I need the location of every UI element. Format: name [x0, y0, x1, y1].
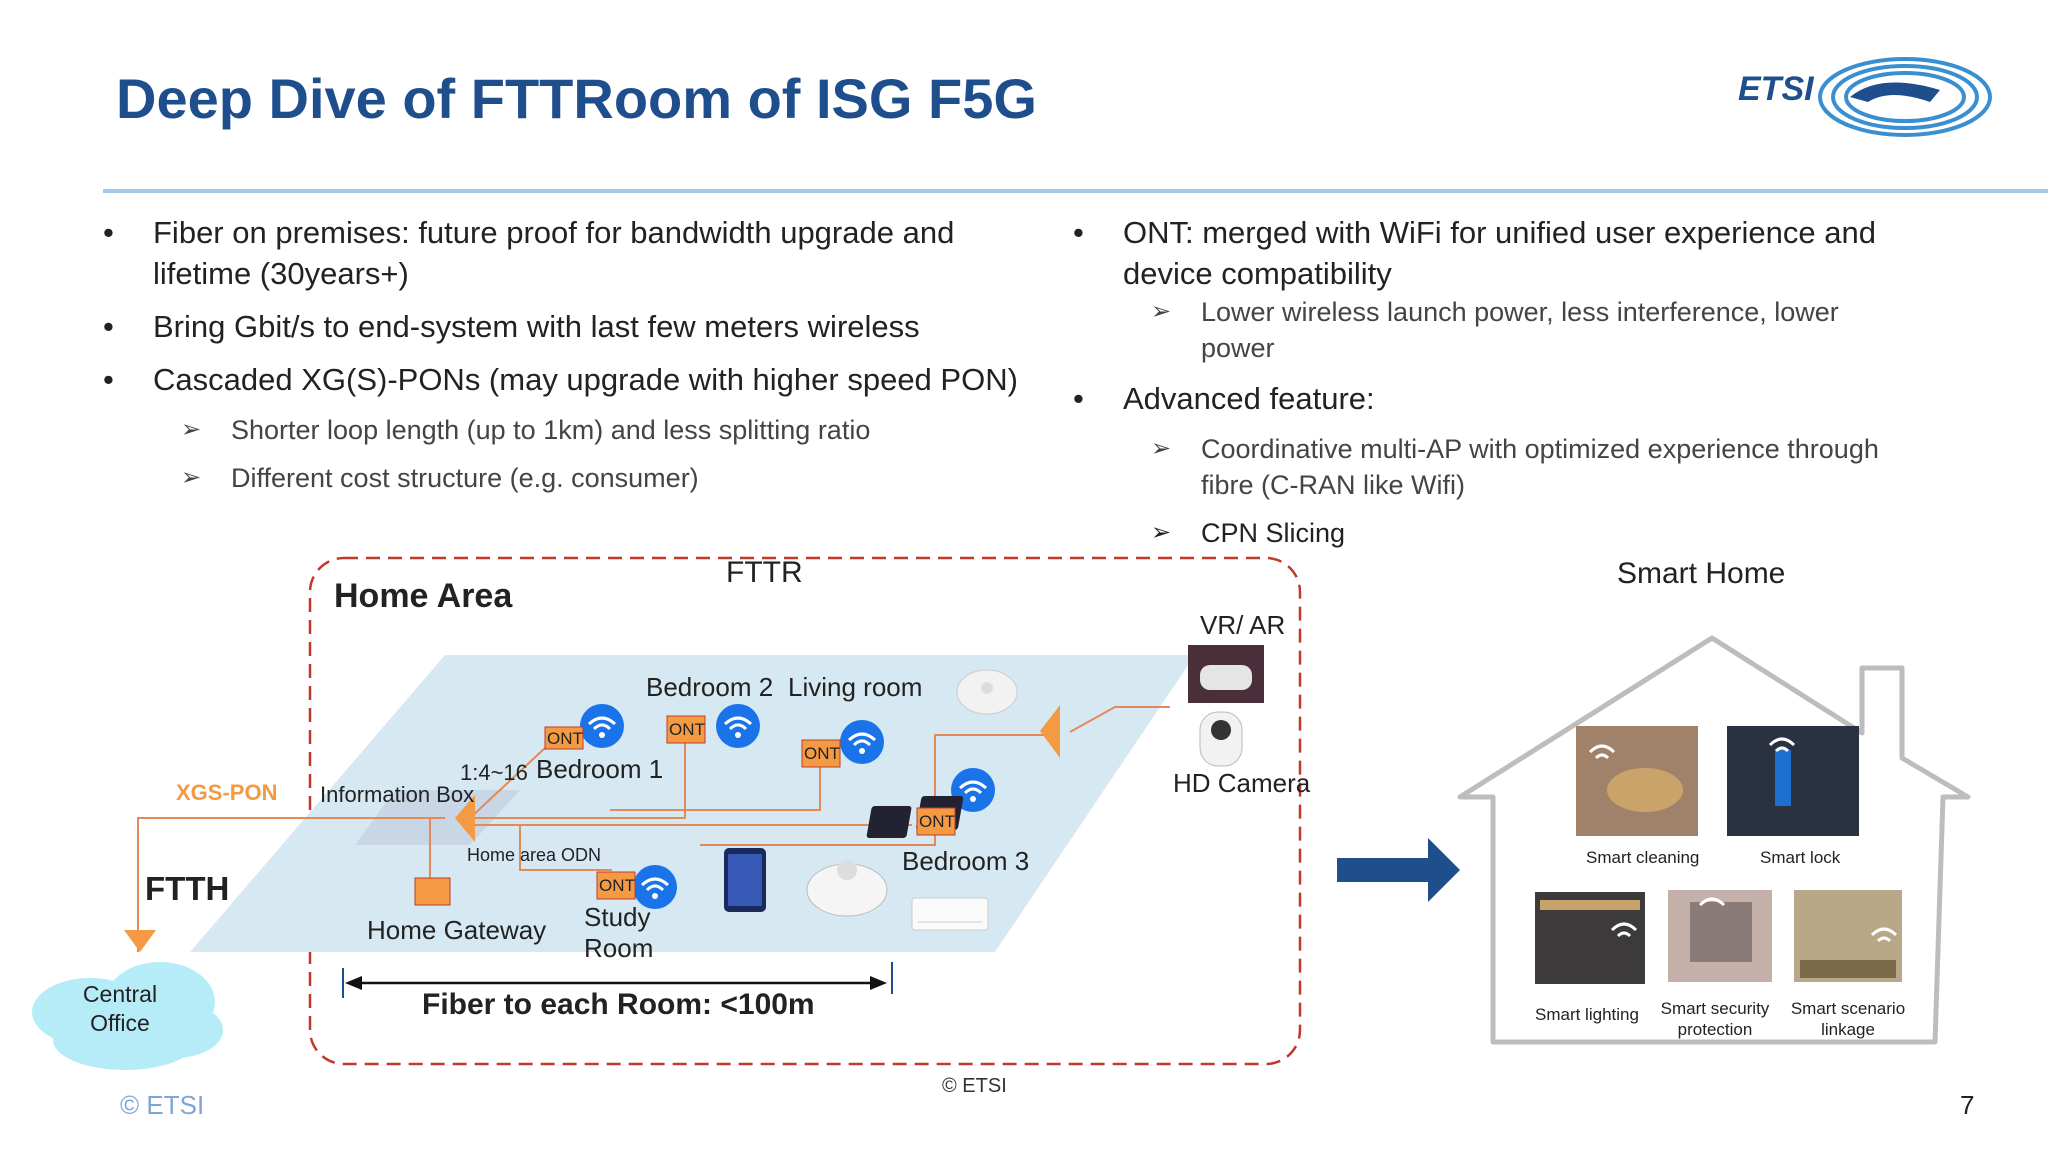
ont-label-bedroom3: ONT	[919, 812, 955, 831]
fttr-to-smart-home-arrow	[1337, 838, 1460, 902]
living-room-label: Living room	[788, 672, 923, 702]
robot-vacuum-icon	[806, 860, 888, 917]
bullet-ont-wifi: ONT: merged with WiFi for unified user e…	[1073, 212, 1913, 294]
smart-lighting-label: Smart lighting	[1535, 1005, 1639, 1024]
arrow-bullet-icon: ➢	[181, 464, 202, 491]
home-area-border	[308, 556, 1302, 1066]
smart-speaker-icon	[956, 669, 1018, 715]
etsi-logo: ETSI	[1738, 57, 1992, 137]
ont-label-bedroom2: ONT	[669, 720, 705, 739]
bedroom2-label: Bedroom 2	[646, 672, 774, 702]
arrow-bullet-icon: ➢	[1151, 298, 1172, 325]
smart-home-heading: Smart Home	[1617, 557, 1786, 590]
wifi-icon-living	[840, 720, 884, 764]
etsi-logo-text: ETSI	[1738, 70, 1815, 108]
ont-box-bedroom1	[544, 726, 584, 750]
information-box-label: Information Box	[320, 782, 475, 807]
ont-label-living: ONT	[804, 744, 840, 763]
fiber-to-vr	[1069, 706, 1170, 733]
smart-lock-label: Smart lock	[1760, 848, 1841, 867]
fttr-heading: FTTR	[726, 556, 803, 589]
air-conditioner-icon	[911, 897, 989, 931]
study-room-label: Study Room	[584, 902, 654, 963]
split-ratio-label: 1:4~16	[460, 760, 528, 785]
bullet-advanced-feature: Advanced feature:	[1073, 378, 1913, 419]
right-bullet-list: ONT: merged with WiFi for unified user e…	[1073, 212, 1913, 563]
bedroom1-label: Bedroom 1	[536, 754, 664, 784]
fiber-span-left-arrowhead	[345, 976, 362, 990]
smart-lighting-image	[1535, 892, 1645, 984]
home-gateway-icon	[414, 877, 451, 906]
ont-box-bedroom3	[916, 807, 956, 836]
ont-label-study: ONT	[599, 876, 635, 895]
fiber-to-bedroom2	[470, 730, 686, 819]
arrow-bullet-icon: ➢	[1151, 435, 1172, 462]
subbullet-cpn-slicing: ➢CPN Slicing	[1151, 515, 1913, 551]
central-office-cloud-icon	[32, 962, 223, 1070]
fiber-to-living	[610, 755, 821, 811]
ont-box-bedroom2	[666, 715, 706, 744]
page-number: 7	[1960, 1090, 1975, 1120]
footer-copyright: © ETSI	[120, 1090, 205, 1120]
fiber-span-right-arrowhead	[870, 976, 887, 990]
bullet-gbit: Bring Gbit/s to end-system with last few…	[103, 306, 1023, 347]
wifi-icon-study	[633, 865, 677, 909]
bullet-fiber-premises: Fiber on premises: future proof for band…	[103, 212, 1023, 294]
fiber-to-bedroom3-ont	[700, 734, 1045, 846]
ont-label-bedroom1: ONT	[547, 729, 583, 748]
smartphone-icon	[724, 848, 766, 912]
fiber-co-to-box	[137, 817, 445, 952]
wifi-icon-bedroom1	[580, 704, 624, 748]
central-office-label: Central Office	[82, 981, 158, 1036]
ftth-label: FTTH	[145, 870, 230, 907]
hd-camera-icon	[1199, 711, 1243, 767]
wifi-icon-bedroom2	[716, 704, 760, 748]
vr-splitter-icon	[1040, 705, 1060, 758]
arrow-bullet-icon: ➢	[181, 416, 202, 443]
arrow-bullet-icon: ➢	[1151, 519, 1172, 546]
subbullet-cost-structure: ➢Different cost structure (e.g. consumer…	[181, 460, 1023, 496]
bedroom3-label: Bedroom 3	[902, 846, 1030, 876]
home-gateway-label: Home Gateway	[367, 915, 547, 945]
title-divider	[103, 189, 2048, 193]
vr-ar-label: VR/ AR	[1200, 610, 1286, 640]
subbullet-multi-ap: ➢Coordinative multi-AP with optimized ex…	[1151, 431, 1913, 503]
ftth-splitter-icon	[124, 930, 156, 952]
xgs-pon-label: XGS-PON	[176, 780, 278, 805]
bullet-cascaded-pon: Cascaded XG(S)-PONs (may upgrade with hi…	[103, 359, 1023, 400]
smart-lock-image	[1727, 726, 1859, 836]
ont-box-living	[801, 739, 841, 768]
smart-scenario-label: Smart scenario linkage	[1790, 999, 1906, 1039]
fiber-to-study	[519, 825, 612, 871]
information-box-splitter-icon	[455, 795, 475, 842]
fiber-each-room-label: Fiber to each Room: <100m	[422, 988, 815, 1021]
ont-box-study	[596, 871, 636, 900]
smart-cleaning-image	[1576, 726, 1698, 836]
hd-camera-label: HD Camera	[1173, 768, 1311, 798]
smart-security-label: Smart security protection	[1660, 999, 1770, 1039]
smart-security-image	[1668, 890, 1772, 982]
page-title: Deep Dive of FTTRoom of ISG F5G	[116, 67, 1037, 130]
footer-center-copyright: © ETSI	[942, 1075, 1007, 1097]
left-bullet-list: Fiber on premises: future proof for band…	[103, 212, 1023, 508]
home-area-title: Home Area	[334, 577, 513, 615]
vr-headset-icon	[1188, 645, 1264, 703]
home-area-odn-label: Home area ODN	[467, 845, 602, 865]
smart-cleaning-label: Smart cleaning	[1586, 848, 1700, 867]
subbullet-loop-length: ➢Shorter loop length (up to 1km) and les…	[181, 412, 1023, 448]
subbullet-wireless-power: ➢Lower wireless launch power, less inter…	[1151, 294, 1913, 366]
smart-scenario-image	[1794, 890, 1902, 982]
